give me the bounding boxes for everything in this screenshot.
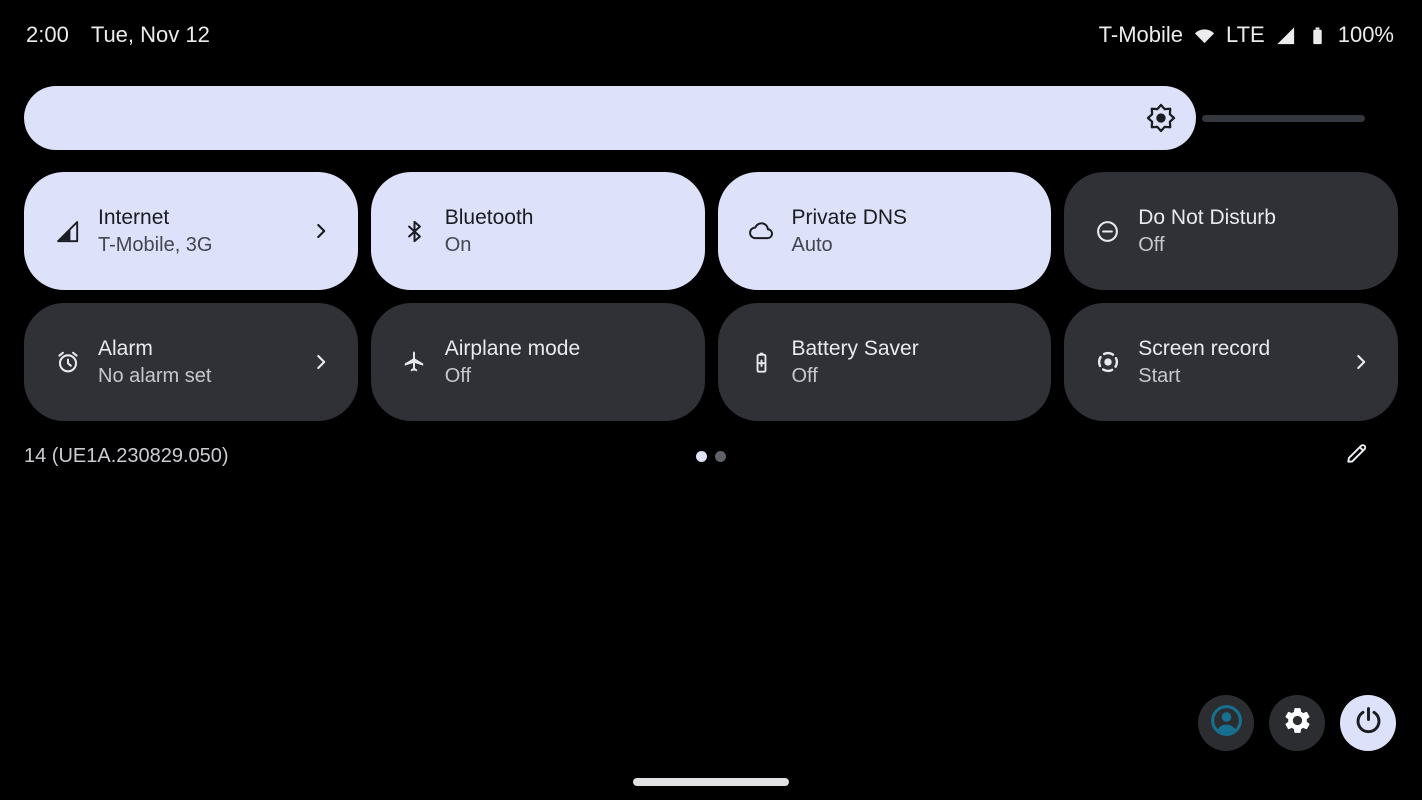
pencil-icon [1343, 440, 1370, 472]
battery-saver-icon [748, 350, 775, 375]
bluetooth-icon [401, 219, 428, 244]
carrier-label: T-Mobile [1098, 22, 1183, 47]
do-not-disturb-icon [1094, 219, 1121, 244]
footer-action-buttons [1198, 695, 1396, 751]
chevron-right-icon [310, 351, 332, 373]
tile-screen-record[interactable]: Screen record Start [1064, 303, 1398, 421]
clock: 2:00 [26, 22, 69, 47]
edit-tiles-button[interactable] [1336, 436, 1376, 476]
brightness-icon [1144, 101, 1178, 135]
tile-airplane-mode[interactable]: Airplane mode Off [370, 303, 705, 421]
tile-internet[interactable]: Internet T-Mobile, 3G [24, 172, 358, 290]
settings-button[interactable] [1269, 695, 1325, 751]
quick-settings-grid: Internet T-Mobile, 3G Bluetooth On Priva… [24, 172, 1398, 421]
user-switcher-button[interactable] [1198, 695, 1254, 751]
tile-subtitle: Off [1138, 233, 1165, 256]
brightness-slider[interactable] [24, 86, 1365, 150]
tile-subtitle: Off [444, 364, 472, 387]
chevron-right-icon [310, 220, 332, 242]
power-button[interactable] [1340, 695, 1396, 751]
power-icon [1353, 705, 1384, 741]
page-dot-active [696, 450, 707, 462]
tile-subtitle: Off [791, 364, 818, 387]
screen-record-icon [1094, 349, 1121, 375]
brightness-slider-fill [24, 86, 1196, 150]
chevron-right-icon [1350, 351, 1372, 373]
page-indicator [24, 450, 1398, 462]
cloud-icon [748, 218, 775, 244]
tile-title: Alarm [98, 336, 153, 360]
cellular-signal-icon [1274, 24, 1297, 47]
tile-private-dns[interactable]: Private DNS Auto [717, 172, 1052, 290]
tile-title: Screen record [1138, 336, 1271, 360]
tile-alarm[interactable]: Alarm No alarm set [24, 303, 358, 421]
tile-subtitle: Auto [791, 233, 833, 256]
tile-subtitle: Start [1138, 364, 1181, 387]
wifi-icon [1192, 23, 1217, 48]
date: Tue, Nov 12 [90, 22, 210, 47]
tile-do-not-disturb[interactable]: Do Not Disturb Off [1064, 172, 1398, 290]
signal-strength-icon [54, 219, 81, 244]
alarm-icon [54, 349, 81, 375]
quick-settings-footer: 14 (UE1A.230829.050) [24, 432, 1398, 480]
tile-title: Do Not Disturb [1138, 205, 1276, 229]
tile-battery-saver[interactable]: Battery Saver Off [717, 303, 1052, 421]
brightness-slider-track [1202, 115, 1365, 122]
battery-percent-label: 100% [1337, 22, 1394, 47]
tile-title: Bluetooth [444, 205, 534, 229]
network-type-label: LTE [1226, 22, 1265, 47]
tile-bluetooth[interactable]: Bluetooth On [370, 172, 705, 290]
status-bar: 2:00 Tue, Nov 12 T-Mobile LTE 100% [0, 0, 1422, 60]
tile-subtitle: On [444, 233, 472, 256]
tile-subtitle: No alarm set [98, 364, 212, 387]
gear-icon [1282, 705, 1313, 741]
tile-title: Internet [98, 205, 170, 229]
airplane-icon [401, 349, 428, 375]
home-gesture-pill[interactable] [633, 778, 789, 786]
page-dot-inactive [715, 450, 726, 462]
tile-title: Airplane mode [444, 336, 581, 360]
tile-title: Battery Saver [791, 336, 919, 360]
tile-subtitle: T-Mobile, 3G [98, 233, 213, 256]
tile-title: Private DNS [791, 205, 908, 229]
build-number-label: 14 (UE1A.230829.050) [24, 444, 229, 467]
battery-icon [1306, 24, 1329, 47]
user-avatar-icon [1208, 702, 1245, 744]
